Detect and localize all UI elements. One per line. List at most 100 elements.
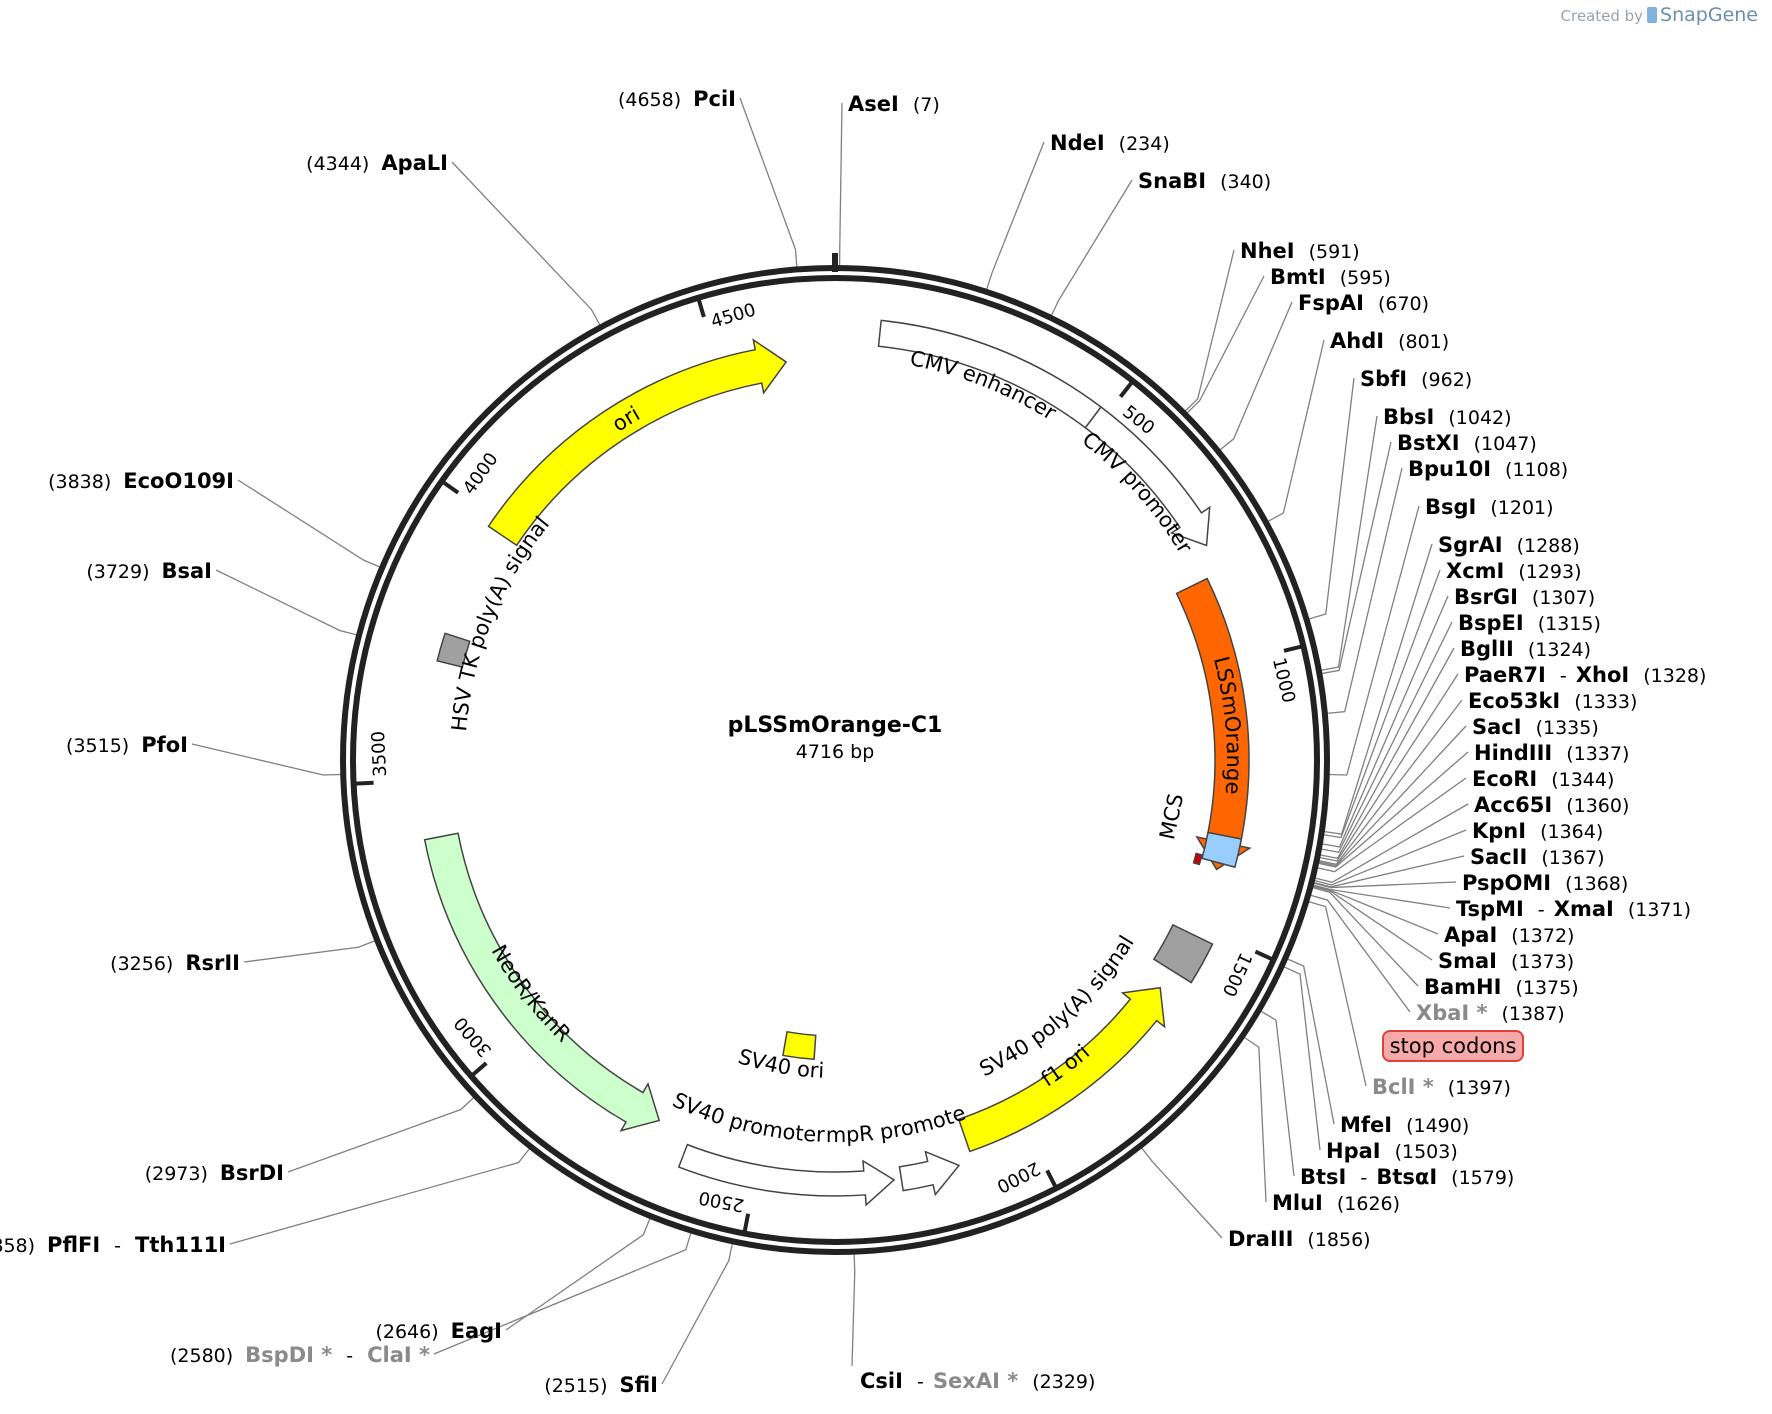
site-name-apali: ApaLI (381, 151, 448, 175)
leader-apali (451, 161, 601, 326)
site-pos-bspei: (1315) (1538, 613, 1601, 635)
site-pos-ndei: (234) (1119, 133, 1170, 155)
leader-mfei (1286, 958, 1335, 1125)
site-ecoo109i: (3838)EcoO109I (48, 469, 234, 493)
site-name-sgrai: SgrAI (1438, 533, 1503, 557)
leader-asei (838, 102, 843, 267)
site-name-nhei: NheI (1240, 239, 1295, 263)
site-pos-nhei: (591) (1309, 241, 1360, 263)
site-pcii: (4658)PciI (618, 87, 736, 111)
site-apai: ApaI (1372) (1444, 923, 1574, 947)
site-name-mfei: MfeI (1340, 1113, 1392, 1137)
site-name-btsi: BtsI (1300, 1165, 1346, 1189)
site-name-xbai: XbaI * (1416, 1001, 1488, 1025)
site-name-ecori: EcoRI (1472, 767, 1537, 791)
leader-ndei (985, 141, 1045, 291)
feature-sv40-promoter (677, 1143, 896, 1207)
site-name-xcmi: XcmI (1446, 559, 1504, 583)
tick-label-3500: 3500 (368, 730, 391, 777)
site-pspomi: PspOMI (1368) (1462, 871, 1628, 895)
site-name-acc65i: Acc65I (1474, 793, 1552, 817)
feature-block-hsv-tk-poly-a-signal (436, 632, 471, 669)
site-pos-ecori: (1344) (1551, 769, 1614, 791)
site-rsrii: (3256)RsrII (110, 951, 240, 975)
leader-draiii (1140, 1147, 1223, 1239)
site-name-eco53ki: Eco53kI (1468, 689, 1560, 713)
site-pos-sacii: (1367) (1541, 847, 1604, 869)
site-name-bsai: BsaI (162, 559, 213, 583)
site-eagi: (2646)EagI (375, 1319, 502, 1343)
tick-4000 (442, 480, 460, 495)
site-pos-hpai: (1503) (1395, 1141, 1458, 1163)
leader-acc65i (1314, 803, 1469, 883)
site-dash-bspdi: - (346, 1345, 353, 1367)
site-pos-pspomi: (1368) (1565, 873, 1628, 895)
site-pos-mlui: (1626) (1337, 1193, 1400, 1215)
leader-lines (191, 97, 1469, 1385)
site-pos-apali: (4344) (306, 153, 369, 175)
stop-codons-callout-label: stop codons (1390, 1034, 1517, 1058)
site-sfii: (2515)SfiI (544, 1373, 658, 1397)
leader-btsi (1260, 1010, 1295, 1177)
site-name-ndei: NdeI (1050, 131, 1105, 155)
site-name-hpai: HpaI (1326, 1139, 1381, 1163)
leader-ecori (1316, 777, 1467, 873)
site-pflfi: (2858)PflFI-Tth111I (0, 1233, 226, 1257)
tick-3500 (355, 780, 374, 786)
site-name2-btsi: BtsαI (1376, 1165, 1437, 1189)
feature-ori (487, 338, 788, 547)
feature-block-stop-codons (1192, 852, 1203, 866)
site-name2-bspdi: ClaI * (367, 1343, 430, 1367)
site-pos-kpni: (1364) (1540, 821, 1603, 843)
site-pos-csii: (2329) (1032, 1371, 1095, 1393)
feature-neor-kanr (423, 832, 661, 1132)
site-pos-eagi: (2646) (375, 1321, 438, 1343)
site-mfei: MfeI(1490) (1340, 1113, 1469, 1137)
site-bamhi: BamHI(1375) (1424, 975, 1579, 999)
site-dash-tspmi: - (1538, 899, 1545, 921)
site-name-bamhi: BamHI (1424, 975, 1501, 999)
tick-4500 (696, 299, 706, 318)
leader-pflfi (229, 1147, 531, 1245)
leader-sgrai (1323, 543, 1433, 835)
site-pos-pcii: (4658) (618, 89, 681, 111)
site-pos-bsrdi: (2973) (145, 1163, 208, 1185)
stop-codons-callout: stop codons (1382, 1030, 1524, 1062)
tick-label-2500: 2500 (697, 1186, 746, 1215)
site-pos-btsi: (1579) (1451, 1167, 1514, 1189)
leader-bsrgi (1321, 595, 1449, 848)
site-name-apai: ApaI (1444, 923, 1497, 947)
site-bsrgi: BsrGI(1307) (1454, 585, 1595, 609)
site-pos-pfoi: (3515) (66, 735, 129, 757)
leader-saci (1318, 725, 1467, 867)
tick-label-3000: 3000 (450, 1012, 496, 1060)
site-pos-bpu10i: (1108) (1505, 459, 1568, 481)
leader-eagi (505, 1217, 651, 1331)
feature-block-sv40-ori (782, 1030, 817, 1061)
site-name-saci: SacI (1472, 715, 1522, 739)
site-btsi: BtsI-BtsαI(1579) (1300, 1165, 1514, 1189)
site-bcli: BclI *(1397) (1372, 1075, 1511, 1099)
site-name-tspmi: TspMI (1456, 897, 1524, 921)
leader-bspei (1320, 621, 1453, 853)
site-pos-apai: (1372) (1511, 925, 1574, 947)
site-ahdi: AhdI(801) (1330, 329, 1449, 353)
site-pos-acc65i: (1360) (1566, 795, 1629, 817)
site-pos-rsrii: (3256) (110, 953, 173, 975)
site-name-bpu10i: Bpu10I (1408, 457, 1491, 481)
leader-sacii (1313, 855, 1465, 888)
leader-bsai (215, 569, 358, 636)
site-name-pspomi: PspOMI (1462, 871, 1551, 895)
leader-bcli (1308, 900, 1367, 1087)
leader-sbfi (1308, 377, 1355, 620)
tick-label-1000: 1000 (1268, 656, 1299, 705)
site-xcmi: XcmI(1293) (1446, 559, 1582, 583)
leader-ecoo109i (237, 479, 381, 568)
site-smai: SmaI(1373) (1438, 949, 1574, 973)
leader-bglii (1319, 647, 1455, 860)
leader-xbai (1309, 894, 1411, 1013)
site-bpu10i: Bpu10I (1108) (1408, 457, 1568, 481)
site-bsai: (3729)BsaI (86, 559, 212, 583)
